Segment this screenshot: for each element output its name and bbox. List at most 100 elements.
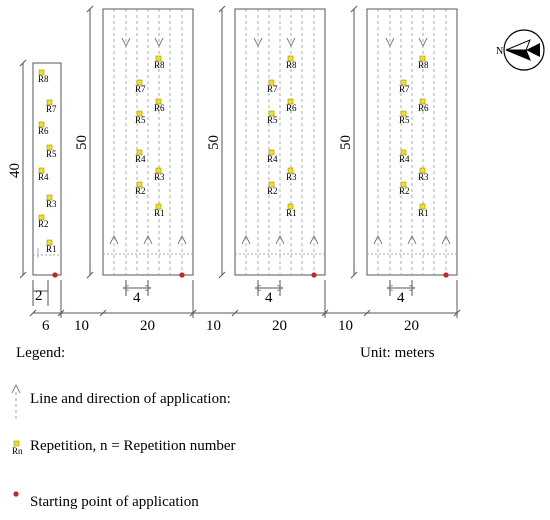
repetition-marker: R8 — [418, 55, 429, 70]
repetition-marker: R1 — [286, 203, 297, 218]
legend-starting-point-icon — [13, 491, 19, 497]
application-lines — [245, 9, 315, 275]
repetition-marker: R4 — [135, 149, 146, 164]
application-lines — [377, 9, 447, 275]
repetition-marker: R6 — [154, 98, 165, 113]
repetition-marker: R8 — [154, 55, 165, 70]
svg-text:R3: R3 — [154, 172, 165, 182]
svg-text:R6: R6 — [38, 126, 49, 136]
repetition-marker: R7 — [267, 79, 278, 94]
repetition-marker: R6 — [286, 98, 297, 113]
repetition-marker: R7 — [46, 99, 57, 114]
gap-label: 10 — [338, 318, 353, 334]
starting-point-marker — [179, 272, 185, 278]
repetition-marker: R8 — [286, 55, 297, 70]
starting-point-marker — [52, 272, 58, 278]
legend-application-label: Line and direction of application: — [30, 391, 231, 407]
repetition-marker: R6 — [38, 121, 49, 136]
svg-text:R8: R8 — [154, 60, 165, 70]
plot-small-height-label: 40 — [7, 163, 23, 178]
svg-text:R4: R4 — [38, 172, 49, 182]
repetition-marker: R2 — [135, 181, 146, 196]
svg-text:R4: R4 — [135, 154, 146, 164]
repetition-marker: R2 — [267, 181, 278, 196]
plot-3-height-label: 50 — [338, 135, 354, 150]
repetition-marker: R2 — [38, 214, 49, 229]
repetition-marker: R3 — [418, 167, 429, 182]
svg-text:R6: R6 — [154, 103, 165, 113]
repetition-marker: R5 — [267, 110, 278, 125]
plot-small: 40 2 6 R8 R7 R6 R5 R4 — [7, 59, 65, 334]
svg-text:R7: R7 — [135, 84, 146, 94]
svg-text:R2: R2 — [135, 186, 146, 196]
repetition-marker: R4 — [399, 149, 410, 164]
repetition-marker: R3 — [46, 194, 57, 209]
plot-1: 50 4 20 R8 R7 R6 R5 R4 R3 R2 R1 — [74, 5, 197, 334]
svg-text:R5: R5 — [267, 115, 278, 125]
svg-text:R1: R1 — [46, 244, 57, 254]
svg-text:R2: R2 — [267, 186, 278, 196]
svg-text:Rn: Rn — [12, 446, 23, 456]
application-arrow-icon — [373, 37, 451, 245]
repetition-marker: R6 — [418, 98, 429, 113]
plot-3-band-label: 4 — [397, 290, 405, 306]
svg-text:R3: R3 — [286, 172, 297, 182]
svg-text:R8: R8 — [418, 60, 429, 70]
svg-text:R1: R1 — [286, 208, 297, 218]
plot-1-width-label: 20 — [140, 318, 155, 334]
repetition-marker: R1 — [418, 203, 429, 218]
repetition-marker: R1 — [154, 203, 165, 218]
compass-label: N — [496, 46, 503, 57]
svg-text:R7: R7 — [46, 104, 57, 114]
svg-text:R7: R7 — [267, 84, 278, 94]
unit-label: Unit: meters — [360, 345, 435, 361]
application-lines — [113, 9, 183, 275]
svg-text:R5: R5 — [135, 115, 146, 125]
repetition-marker: R5 — [399, 110, 410, 125]
north-compass-icon: N — [496, 29, 545, 71]
svg-text:R3: R3 — [418, 172, 429, 182]
repetition-marker: R2 — [399, 181, 410, 196]
starting-point-marker — [311, 272, 317, 278]
plot-2: 50 4 20 R8 R7 R6 R5 R4 R3 R2 R1 — [206, 5, 329, 334]
svg-text:R7: R7 — [399, 84, 410, 94]
repetition-marker: R1 — [46, 239, 57, 254]
plot-small-band-label: 2 — [35, 288, 43, 304]
svg-text:R2: R2 — [399, 186, 410, 196]
plot-1-height-label: 50 — [74, 135, 90, 150]
svg-text:R5: R5 — [399, 115, 410, 125]
application-arrow-icon — [241, 37, 319, 245]
repetition-marker: R4 — [267, 149, 278, 164]
legend-title: Legend: — [16, 345, 66, 361]
plot-small-width-label: 6 — [42, 318, 50, 334]
svg-text:R8: R8 — [286, 60, 297, 70]
plot-boundary — [32, 62, 62, 276]
svg-text:R2: R2 — [38, 219, 49, 229]
svg-text:R4: R4 — [267, 154, 278, 164]
plot-2-band-label: 4 — [265, 290, 273, 306]
repetition-marker: R5 — [46, 144, 57, 159]
repetition-marker: R3 — [154, 167, 165, 182]
svg-text:R6: R6 — [418, 103, 429, 113]
plot-3-width-label: 20 — [404, 318, 419, 334]
plot-2-height-label: 50 — [206, 135, 222, 150]
legend-repetition-label: Repetition, n = Repetition number — [30, 438, 236, 454]
svg-text:R1: R1 — [154, 208, 165, 218]
legend-starting-point-label: Starting point of application — [30, 494, 199, 510]
svg-text:R4: R4 — [399, 154, 410, 164]
repetition-marker: R7 — [135, 79, 146, 94]
repetition-marker: R7 — [399, 79, 410, 94]
svg-text:R6: R6 — [286, 103, 297, 113]
legend-repetition-icon: Rn — [12, 440, 23, 456]
svg-text:R5: R5 — [46, 149, 57, 159]
plot-2-width-label: 20 — [272, 318, 287, 334]
starting-point-marker — [443, 272, 449, 278]
svg-text:R3: R3 — [46, 199, 57, 209]
svg-text:R1: R1 — [418, 208, 429, 218]
repetition-marker: R8 — [38, 69, 49, 84]
repetition-marker: R5 — [135, 110, 146, 125]
plot-1-band-label: 4 — [133, 290, 141, 306]
repetition-marker: R3 — [286, 167, 297, 182]
gap-label: 10 — [74, 318, 89, 334]
